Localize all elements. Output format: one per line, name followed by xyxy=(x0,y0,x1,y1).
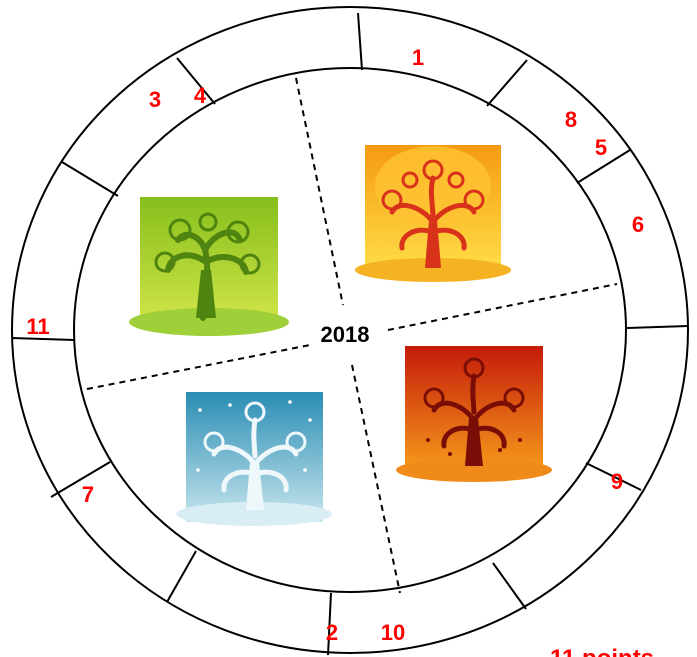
ring-number-5: 5 xyxy=(595,135,607,160)
ring-number-1: 1 xyxy=(412,45,424,70)
center-year-label: 2018 xyxy=(321,322,370,347)
ring-number-3: 3 xyxy=(149,87,161,112)
spring-tree-image xyxy=(129,197,289,336)
ring-number-2: 2 xyxy=(326,620,338,645)
ring-number-11: 11 xyxy=(26,314,49,339)
ring-number-6: 6 xyxy=(632,212,644,237)
ring-number-10: 10 xyxy=(381,620,405,645)
ring-number-9: 9 xyxy=(611,469,623,494)
summer-tree-image xyxy=(355,145,511,282)
winter-tree-image xyxy=(176,392,332,526)
ring-number-7: 7 xyxy=(82,482,94,507)
autumn-tree-image xyxy=(396,346,552,482)
ring-number-8: 8 xyxy=(565,107,577,132)
corner-points-label: 11 points xyxy=(550,645,654,657)
ring-number-4: 4 xyxy=(194,83,207,108)
